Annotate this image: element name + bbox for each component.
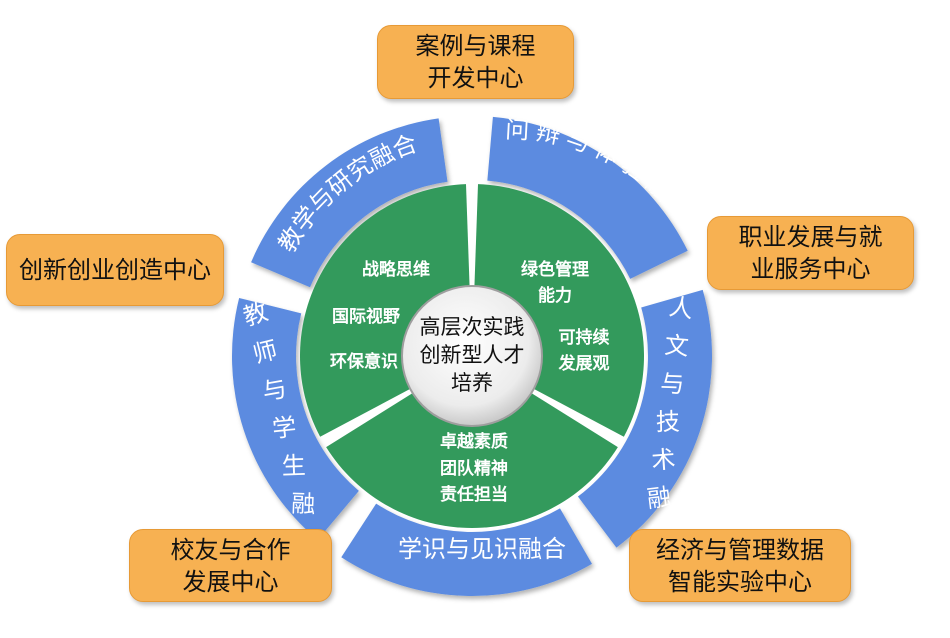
ring-label-char: 文 xyxy=(664,331,690,361)
sector-bottom-line-3: 责任担当 xyxy=(440,484,508,505)
sector-left-line-3: 环保意识 xyxy=(330,351,398,372)
ring-segment-top-right xyxy=(487,116,688,279)
ring-segment-bottom xyxy=(341,503,592,596)
center-title: 高层次实践 创新型人才 培养 xyxy=(419,315,525,395)
ring-label-char: 与 xyxy=(260,374,288,406)
ring-label-char: 融 xyxy=(645,483,672,514)
sector-left-line-2: 国际视野 xyxy=(332,306,400,327)
sector-left-text: 战略思维 国际视野 环保意识 xyxy=(330,259,430,372)
center-box-left: 创新创业创造中心 xyxy=(6,234,224,306)
center-circle xyxy=(401,285,543,427)
sector-right-text: 绿色管理 能力 可持续 发展观 xyxy=(521,259,610,374)
ring-segment-top-left xyxy=(251,118,448,288)
ring-label-char: 生 xyxy=(281,452,306,481)
center-box-bottom-right: 经济与管理数据 智能实验中心 xyxy=(629,529,851,602)
ring-label-char: 与 xyxy=(660,370,685,399)
sector-right-line-3: 可持续 xyxy=(559,327,610,348)
ring-label-char: 术 xyxy=(650,445,676,475)
sector-right-line-4: 发展观 xyxy=(558,353,610,374)
sector-bottom-line-1: 卓越素质 xyxy=(440,431,508,452)
sector-bottom-text: 卓越素质 团队精神 责任担当 xyxy=(440,431,508,505)
sector-right-line-1: 绿色管理 xyxy=(521,259,589,280)
ring-segment-left xyxy=(232,297,359,540)
ring-label-char: 融 xyxy=(291,490,316,519)
center-box-top: 案例与课程 开发中心 xyxy=(377,25,574,99)
center-box-bottom-left: 校友与合作 发展中心 xyxy=(129,529,332,602)
sector-right-line-2: 能力 xyxy=(538,285,572,306)
ring-segment-right xyxy=(577,289,712,548)
outer-ring xyxy=(232,116,712,596)
center-box-right: 职业发展与就 业服务中心 xyxy=(707,216,914,290)
ring-label-char: 学 xyxy=(271,413,298,443)
sector-left-line-1: 战略思维 xyxy=(362,259,430,280)
ring-label-right: 人文与技术融合 xyxy=(640,293,695,552)
ring-label-bottom: 学识与见识融合 xyxy=(398,535,566,563)
ring-label-char: 技 xyxy=(656,408,680,436)
ring-label-char: 人 xyxy=(667,293,695,324)
sector-bottom xyxy=(326,356,618,528)
sector-bottom-line-2: 团队精神 xyxy=(440,458,508,479)
